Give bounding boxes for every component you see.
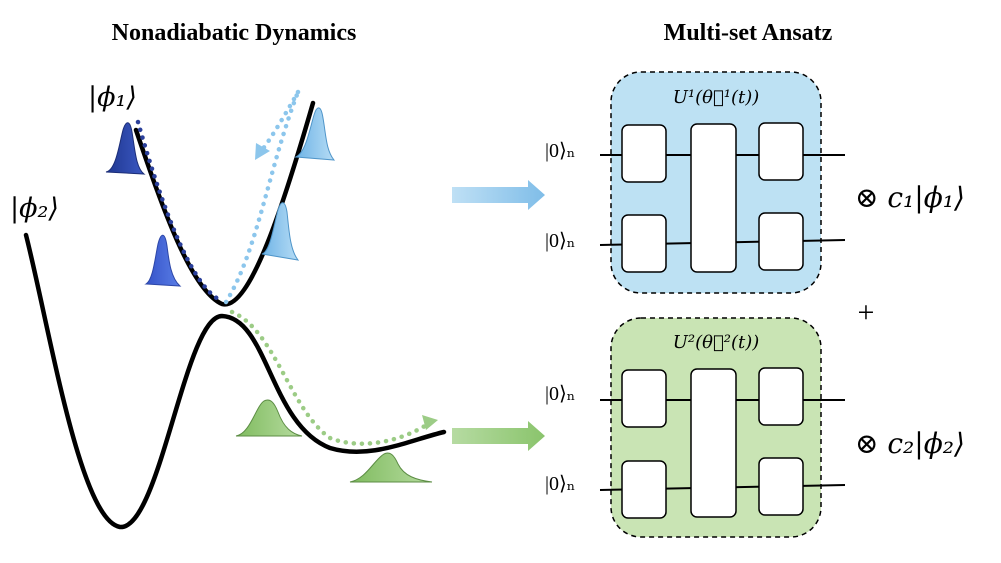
circuit-1-register-bottom: |0⟩ₙ bbox=[545, 230, 575, 252]
green-wavepacket-upper bbox=[235, 399, 303, 437]
dark-blue-wavepacket bbox=[105, 122, 146, 175]
circuit-2: U²(θ⃗²(t)) |0⟩ₙ |0⟩ₙ bbox=[545, 317, 846, 538]
circuit-2-gate-top-right bbox=[758, 367, 804, 426]
light-blue-trajectory bbox=[223, 89, 301, 305]
green-block-arrow bbox=[452, 421, 545, 451]
wavepackets bbox=[105, 107, 433, 483]
dark-blue-trajectory bbox=[135, 119, 223, 303]
circuit-1-gate-top-right bbox=[758, 122, 804, 181]
circuit-2-gate-center bbox=[690, 368, 737, 518]
state1-label: |ϕ₁⟩ bbox=[88, 82, 137, 113]
light-blue-wavepacket-lower bbox=[261, 202, 300, 261]
light-blue-return-trajectory bbox=[259, 89, 301, 153]
circuit-2-unitary-label: U²(θ⃗²(t)) bbox=[673, 332, 760, 353]
left-panel-title: Nonadiabatic Dynamics bbox=[112, 20, 357, 46]
circuit-1-gate-bottom-left bbox=[621, 214, 667, 273]
trajectories bbox=[135, 89, 438, 446]
light-blue-arrowhead bbox=[255, 143, 270, 160]
coefficient-1: ⊗ c₁|ϕ₁⟩ bbox=[855, 181, 965, 214]
circuit-1-gate-bottom-right bbox=[758, 212, 804, 271]
medium-blue-wavepacket bbox=[144, 234, 182, 287]
blue-block-arrow bbox=[452, 180, 545, 210]
right-panel-title: Multi-set Ansatz bbox=[664, 20, 833, 46]
circuit-1-register-top: |0⟩ₙ bbox=[545, 140, 575, 162]
circuit-2-register-bottom: |0⟩ₙ bbox=[545, 473, 575, 495]
circuit-1-unitary-label: U¹(θ⃗¹(t)) bbox=[673, 87, 760, 108]
circuit-2-register-top: |0⟩ₙ bbox=[545, 383, 575, 405]
circuit-1: U¹(θ⃗¹(t)) |0⟩ₙ |0⟩ₙ bbox=[545, 71, 846, 294]
circuit-1-gate-top-left bbox=[621, 124, 667, 183]
circuit-2-gate-bottom-right bbox=[758, 457, 804, 516]
green-arrowhead bbox=[422, 415, 438, 430]
state2-label: |ϕ₂⟩ bbox=[10, 193, 59, 224]
light-blue-wavepacket-upper bbox=[294, 107, 336, 161]
circuit-2-gate-bottom-left bbox=[621, 460, 667, 519]
coefficient-2: ⊗ c₂|ϕ₂⟩ bbox=[855, 427, 965, 460]
circuit-1-gate-center bbox=[690, 123, 737, 273]
green-trajectory bbox=[229, 309, 431, 446]
plus-sign: + bbox=[858, 296, 875, 329]
circuit-2-gate-top-left bbox=[621, 369, 667, 428]
lower-potential-curve bbox=[23, 232, 447, 530]
green-wavepacket-lower bbox=[349, 452, 433, 483]
